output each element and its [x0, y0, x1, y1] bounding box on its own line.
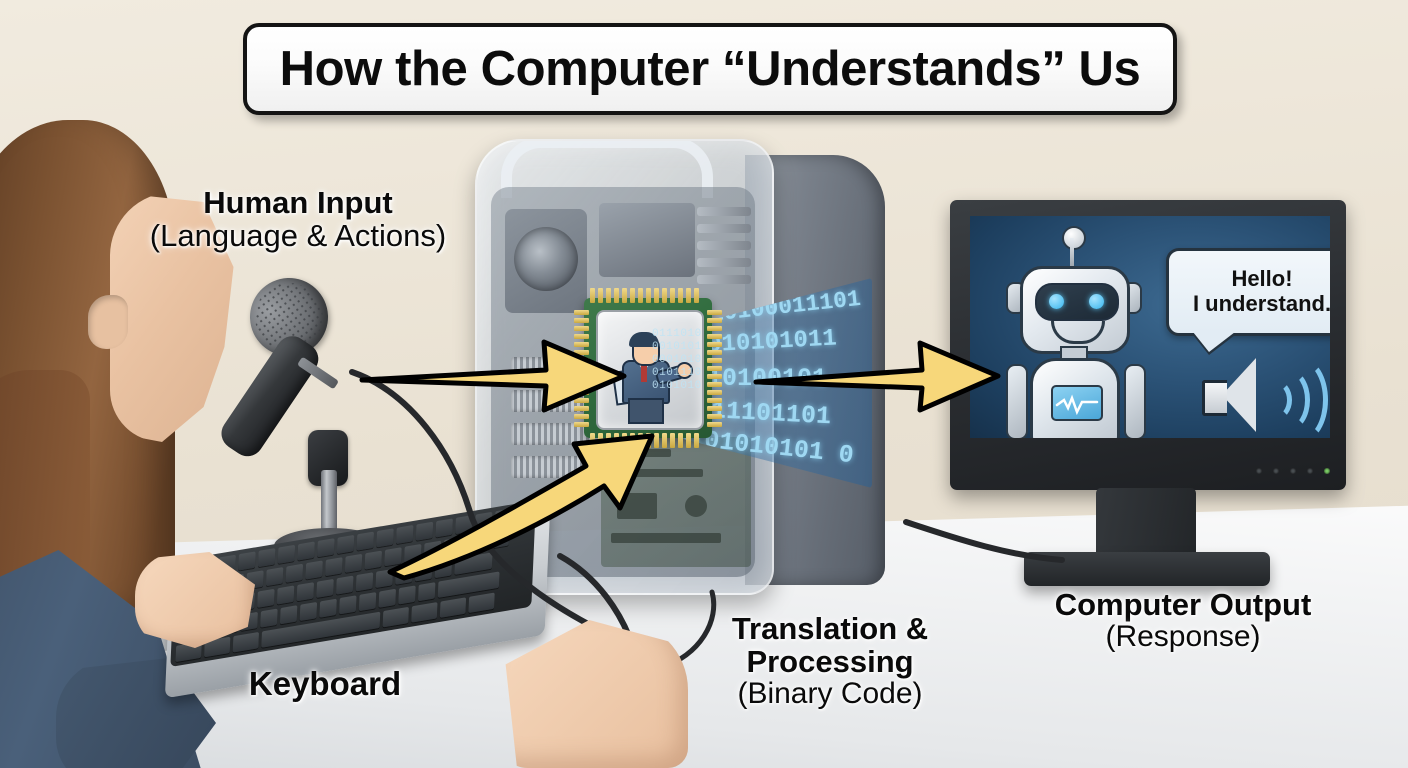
internal-drive-bay	[599, 203, 695, 277]
processing-title-line1: Translation &	[731, 611, 929, 646]
human-input-subtitle: (Language & Actions)	[149, 218, 447, 254]
robot-arm-left	[1006, 364, 1028, 438]
robot-antenna-ball	[1062, 226, 1086, 250]
robot-torso	[1030, 358, 1120, 438]
businessman-icon	[611, 324, 693, 424]
ram-slots	[697, 207, 751, 292]
human-input-title: Human Input	[203, 185, 393, 220]
label-computer-output: Computer Output (Response)	[1018, 588, 1348, 653]
robot-chest-waveform-icon	[1051, 385, 1103, 421]
robot-visor	[1035, 283, 1119, 321]
robot-head	[1020, 266, 1130, 354]
speech-bubble-icon: Hello!I understand.	[1166, 248, 1330, 336]
businessman-hand	[676, 362, 693, 379]
processing-subtitle: (Binary Code)	[737, 677, 923, 711]
monitor-stand-base	[1024, 552, 1270, 586]
monitor-control-buttons[interactable]	[1256, 468, 1330, 474]
sound-wave-3	[1276, 358, 1328, 438]
chip-binary-row: 0111010	[652, 328, 702, 340]
speech-bubble-line1: Hello!	[1231, 266, 1293, 292]
monitor-screen: Hello!I understand.	[970, 216, 1330, 438]
chip-binary-row: 0101110	[652, 367, 702, 379]
chip-binary-row: 0101010	[652, 380, 702, 392]
speech-bubble-text: Hello!I understand.	[1193, 267, 1330, 316]
robot-eye-left	[1049, 294, 1064, 309]
label-keyboard: Keyboard	[215, 665, 435, 702]
page-title-text: How the Computer “Understands” Us	[279, 42, 1141, 96]
person-user	[0, 120, 260, 768]
person-ear	[88, 295, 128, 349]
speaker-icon	[1202, 356, 1328, 438]
arrow-right-icon	[380, 370, 670, 581]
label-human-input: Human Input (Language & Actions)	[118, 186, 478, 252]
chip-pins-top	[590, 288, 699, 303]
arrow-right-icon	[753, 338, 1002, 414]
businessman-tie	[641, 362, 647, 382]
page-title: How the Computer “Understands” Us	[243, 23, 1177, 115]
chip-binary-row: 0001010	[652, 354, 702, 366]
robot-icon	[994, 226, 1154, 438]
robot-smile	[1051, 321, 1105, 344]
monitor-bezel: Hello!I understand.	[950, 200, 1346, 490]
chip-die-surface: 0111010 0010101 0001010 0101110 0101010	[596, 310, 704, 430]
output-subtitle: (Response)	[1105, 620, 1261, 654]
chip-pins-right	[707, 310, 722, 427]
processing-title-line2: Processing	[746, 644, 914, 680]
businessman-legs	[628, 398, 664, 424]
speaker-cone	[1222, 358, 1256, 432]
robot-antenna	[1070, 238, 1074, 268]
speaker-body	[1202, 380, 1227, 416]
tower-handle	[501, 141, 713, 198]
microphone-pole	[321, 470, 337, 542]
robot-arm-right	[1124, 364, 1146, 438]
businessman-hair	[629, 332, 659, 347]
robot-eye-right	[1089, 294, 1104, 309]
chip-binary-overlay: 0111010 0010101 0001010 0101110 0101010	[652, 328, 702, 424]
monitor-stand-neck	[1096, 488, 1196, 558]
cooling-fan-icon	[505, 209, 587, 313]
speech-bubble-line2: I understand.	[1192, 291, 1330, 316]
output-title: Computer Output	[1054, 587, 1312, 622]
keyboard-label: Keyboard	[248, 665, 402, 702]
computer-monitor: Hello!I understand.	[950, 200, 1350, 590]
chip-binary-row: 0010101	[652, 341, 702, 353]
label-processing: Translation & Processing (Binary Code)	[680, 612, 980, 710]
